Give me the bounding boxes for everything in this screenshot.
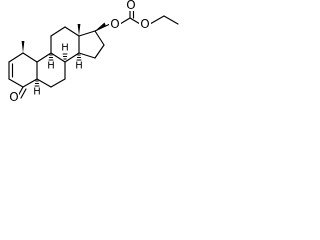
bond-c6-c5 xyxy=(36,78,52,88)
stereo-hashes xyxy=(34,53,82,87)
h-c9-hash xyxy=(48,54,54,61)
o-carbonyl-bg xyxy=(125,0,137,11)
h-c14-label: H xyxy=(75,61,83,72)
methyl-c13-wedge xyxy=(77,24,81,36)
o-ethoxy-bg xyxy=(139,18,151,30)
ring-d xyxy=(78,30,105,59)
bond-o-carbonyl-carbon xyxy=(119,17,131,25)
atom-labels: O O O O H H H H xyxy=(9,0,151,104)
bond-c7-c6 xyxy=(50,78,66,88)
bond-c10-c9 xyxy=(36,52,52,63)
ester-oxygen-label: O xyxy=(110,17,119,31)
h-c8-label: H xyxy=(61,43,69,54)
bond-carbonyl-c-o-ethyl xyxy=(129,17,141,25)
ketone-oxygen-label: O xyxy=(9,90,18,104)
bond-ch2-ch3 xyxy=(163,15,179,25)
ring-a xyxy=(8,52,38,99)
bond-c12-c13 xyxy=(64,26,80,37)
bond-c9-c8 xyxy=(50,52,66,63)
bond-c3-c4 xyxy=(22,78,38,88)
stereo-wedges xyxy=(21,22,106,53)
bond-c11-c12 xyxy=(50,26,66,37)
methyl-c10-wedge xyxy=(21,41,25,53)
h-c14-hash xyxy=(76,54,82,61)
bond-c2-c3 xyxy=(8,78,24,88)
bond-c5-c10 xyxy=(22,52,38,63)
chemical-structure-drawing: O O O O H H H H xyxy=(8,0,179,104)
bond-o-ch2 xyxy=(149,15,165,25)
bond-c13-c17 xyxy=(78,30,96,37)
bond-c14-c8 xyxy=(64,52,80,63)
c17-o-wedge xyxy=(95,22,106,31)
h-c8-hash xyxy=(62,53,68,60)
ring-b xyxy=(36,52,66,88)
bond-c17-c16 xyxy=(94,30,105,46)
bond-c15-c14 xyxy=(78,52,96,59)
o-ketone-bg xyxy=(9,91,19,103)
bond-c3-o-double xyxy=(20,88,27,99)
bond-c16-c15 xyxy=(94,44,105,59)
bond-c1-c10 xyxy=(8,52,24,63)
carbonyl-oxygen-label: O xyxy=(126,0,135,12)
o-ester-bg xyxy=(109,18,121,30)
h-c5-label: H xyxy=(33,87,41,98)
ester-group xyxy=(94,8,179,32)
ring-c xyxy=(50,26,80,63)
ethoxy-oxygen-label: O xyxy=(140,17,149,31)
h-c5-hash xyxy=(34,80,40,87)
h-c9-label: H xyxy=(47,61,55,72)
